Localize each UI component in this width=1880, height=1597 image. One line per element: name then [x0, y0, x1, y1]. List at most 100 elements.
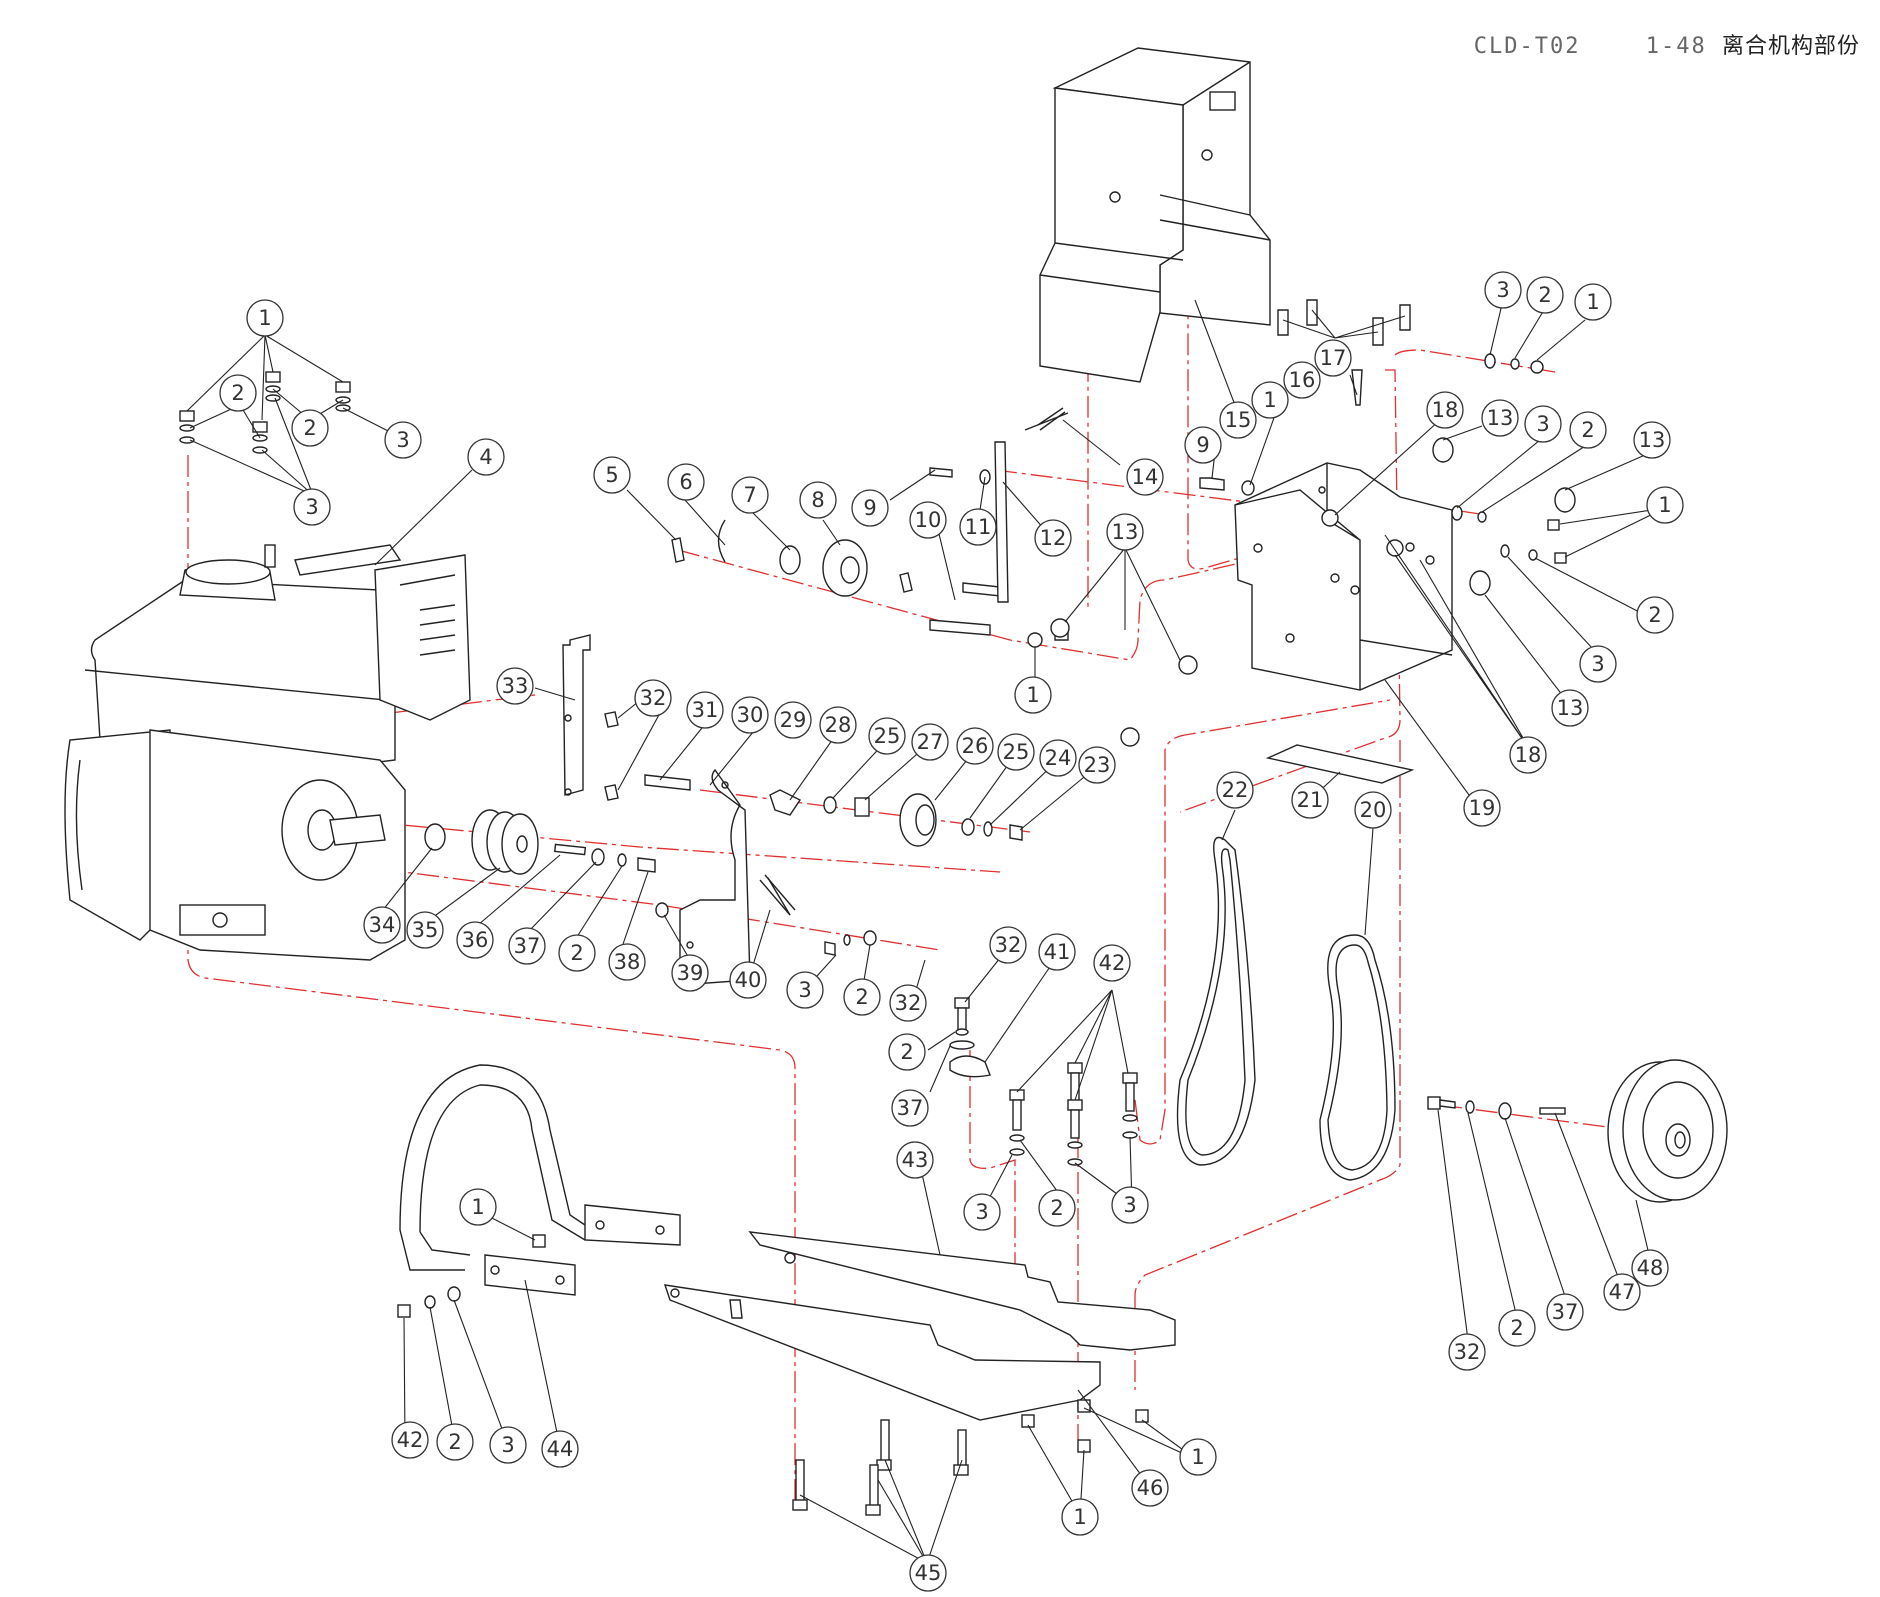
lower-fasteners: [949, 997, 1566, 1166]
callout-label: 1: [1073, 1505, 1086, 1529]
v-belts: [1176, 836, 1396, 1181]
callout: 37: [508, 927, 546, 965]
callout-label: 9: [863, 496, 876, 520]
callout: 2: [219, 374, 257, 412]
callout: 2: [291, 409, 329, 447]
callout: 32: [634, 679, 672, 717]
centerline-pulley: [369, 821, 1001, 873]
callout-label: 7: [743, 483, 756, 507]
callout-label: 2: [448, 1430, 461, 1454]
base-frame: [663, 1231, 1176, 1421]
callout: 12: [1034, 519, 1072, 557]
belt-guard: [1039, 47, 1271, 383]
centerline-engine-to-base: [187, 455, 796, 1510]
callout-label: 32: [1454, 1340, 1481, 1364]
callout: 7: [731, 476, 769, 514]
callout-label: 9: [1196, 433, 1209, 457]
callout-bubbles: 1 2 2 3 3 4 5 6 7 8 9 10 11 12 14 13 1 1…: [219, 271, 1684, 1592]
callout-label: 13: [1112, 520, 1139, 544]
leader-lines: [186, 299, 1666, 1564]
callout: 24: [1039, 739, 1077, 777]
callout: 27: [911, 723, 949, 761]
callout-label: 2: [303, 416, 316, 440]
callout-label: 44: [547, 1437, 574, 1461]
callout-label: 32: [895, 991, 922, 1015]
callout-label: 2: [570, 941, 583, 965]
callout: 37: [891, 1089, 929, 1127]
callout: 17: [1314, 339, 1352, 377]
bracket-hardware: [1050, 299, 1576, 747]
centerline-left-bolts: [969, 1050, 1016, 1290]
callout: 14: [1126, 458, 1164, 496]
callout: 1: [1179, 1438, 1217, 1476]
callout: 3: [489, 1426, 527, 1464]
callout-label: 6: [679, 470, 692, 494]
callout: 38: [608, 943, 646, 981]
callout-label: 42: [1099, 951, 1126, 975]
callout-label: 32: [640, 686, 667, 710]
callout: 15: [1219, 401, 1257, 439]
callout-label: 1: [1026, 683, 1039, 707]
callout: 5: [593, 456, 631, 494]
callout-label: 36: [462, 928, 489, 952]
callout: 1: [246, 299, 284, 337]
callout: 23: [1078, 746, 1116, 784]
callout-label: 38: [614, 950, 641, 974]
callout-label: 2: [1581, 418, 1594, 442]
callout-label: 26: [962, 734, 989, 758]
callout: 2: [1526, 276, 1564, 314]
callout-label: 42: [397, 1428, 424, 1452]
callout: 3: [384, 421, 422, 459]
callout-label: 39: [677, 961, 704, 985]
callout: 37: [1546, 1293, 1584, 1331]
callout-label: 37: [1552, 1300, 1579, 1324]
callout-label: 13: [1487, 406, 1514, 430]
callout: 43: [896, 1141, 934, 1179]
callout-label: 35: [412, 918, 439, 942]
callout-label: 30: [737, 703, 764, 727]
callout-label: 29: [780, 708, 807, 732]
callout: 18: [1426, 391, 1464, 429]
callout-label: 25: [874, 724, 901, 748]
callout: 3: [1484, 271, 1522, 309]
callout: 31: [686, 691, 724, 729]
centerline-tensioner: [699, 789, 1031, 833]
centerline-right-bolts: [1134, 699, 1391, 1145]
callout-label: 4: [479, 445, 492, 469]
callout: 2: [843, 978, 881, 1016]
callout: 11: [959, 508, 997, 546]
callout-label: 2: [231, 381, 244, 405]
callout: 13: [1633, 421, 1671, 459]
callout-label: 2: [1538, 283, 1551, 307]
callout: 39: [671, 954, 709, 992]
callout: 25: [868, 717, 906, 755]
callout-label: 21: [1297, 788, 1324, 812]
callout: 3: [293, 488, 331, 526]
callout-label: 24: [1045, 746, 1072, 770]
callout: 1: [1646, 486, 1684, 524]
callout-label: 13: [1557, 696, 1584, 720]
callout: 46: [1131, 1469, 1169, 1507]
callout: 3: [1579, 645, 1617, 683]
callout-label: 14: [1132, 465, 1159, 489]
callout-label: 11: [965, 515, 992, 539]
callout-label: 18: [1515, 743, 1542, 767]
callout: 10: [909, 501, 947, 539]
callout-label: 10: [915, 508, 942, 532]
callout-label: 2: [900, 1040, 913, 1064]
callout-label: 5: [605, 463, 618, 487]
frame-bolts: [792, 1399, 1149, 1516]
callout: 19: [1463, 789, 1501, 827]
springs: [767, 412, 1069, 916]
callout-label: 32: [995, 933, 1022, 957]
callout-label: 43: [902, 1148, 929, 1172]
callout: 9: [1184, 426, 1222, 464]
callout: 3: [963, 1193, 1001, 1231]
idler-pulley: [671, 407, 1069, 648]
callout: 47: [1603, 1273, 1641, 1311]
callout-label: 15: [1225, 408, 1252, 432]
drawing-title: CLD-T02 1-48 离合机构部份: [1474, 28, 1860, 60]
callout: 1: [1014, 676, 1052, 714]
callout-label: 1: [1191, 1445, 1204, 1469]
